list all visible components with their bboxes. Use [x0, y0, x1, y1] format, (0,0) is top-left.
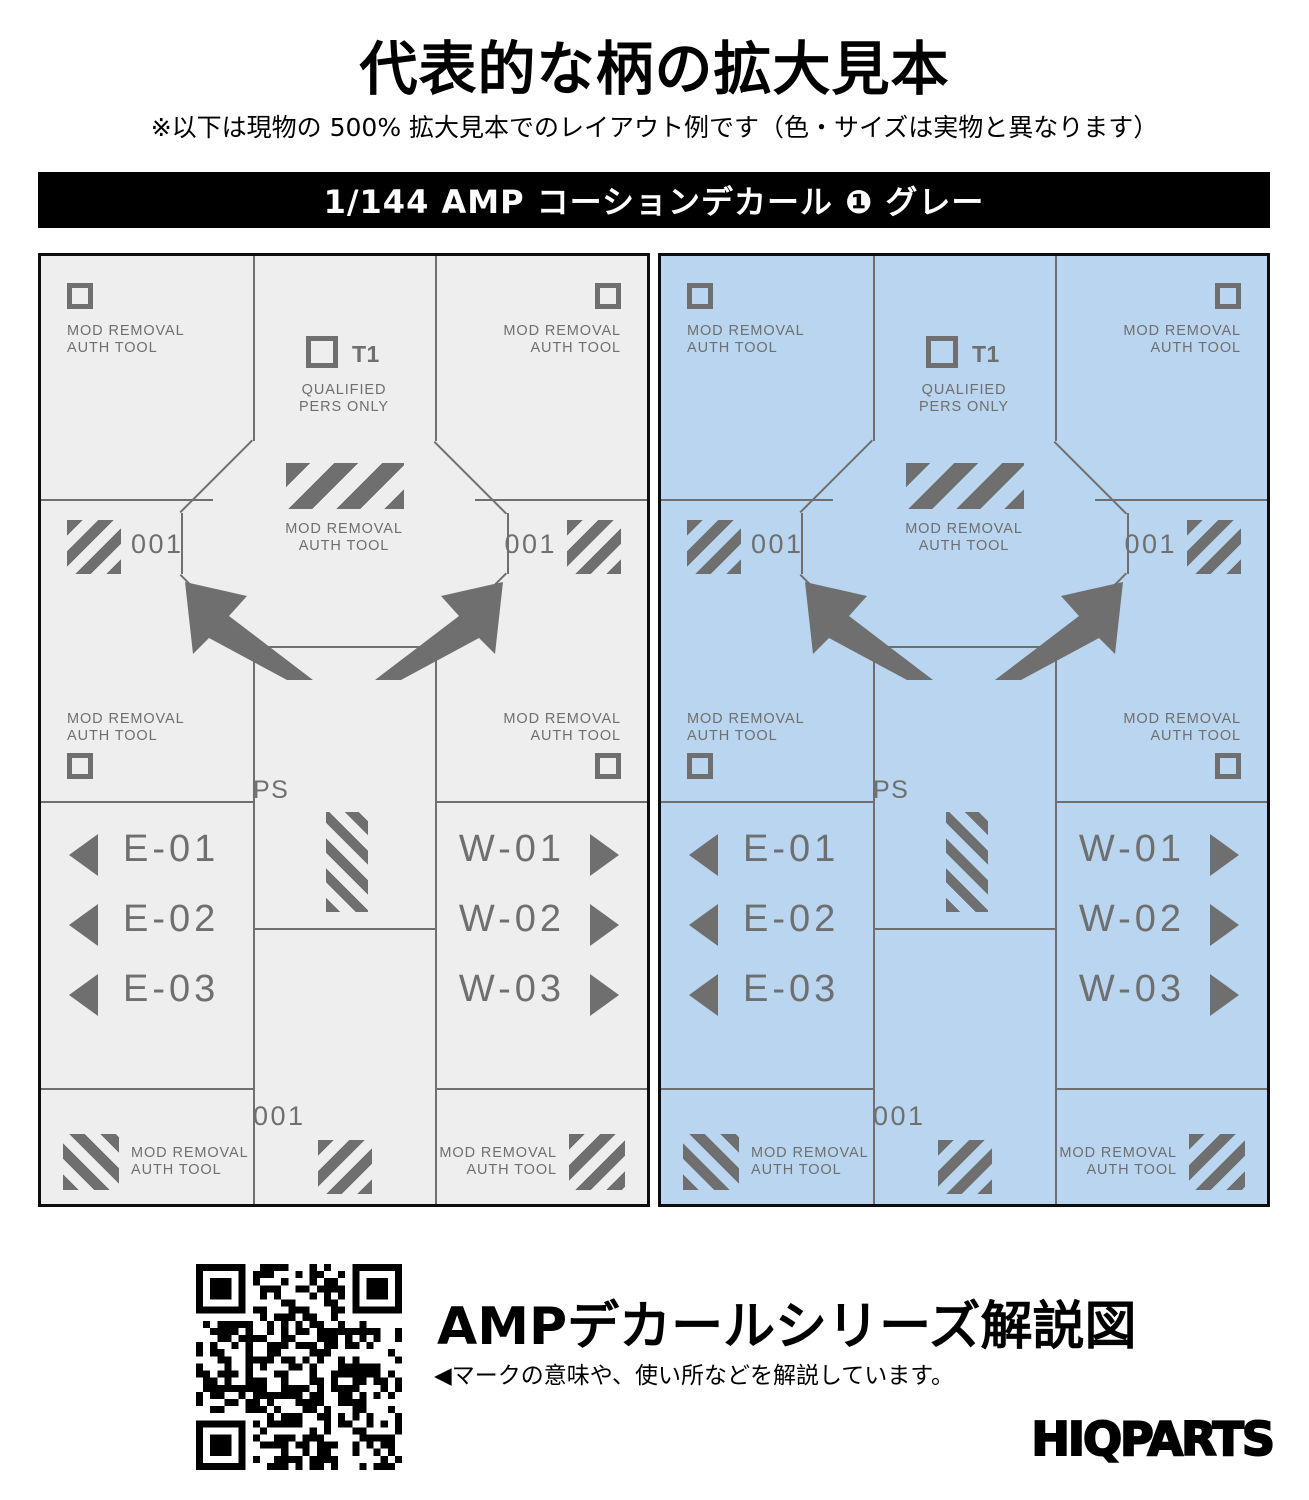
code-w-03: W-03	[458, 968, 565, 1010]
qualified-pers-only-label: QUALIFIED PERS ONLY	[918, 382, 1010, 415]
ps-label: PS	[873, 776, 910, 804]
checkbox-square-icon	[687, 283, 713, 309]
mod-removal-label: MOD REMOVAL AUTH TOOL	[131, 1145, 249, 1178]
hazard-stripes-icon	[938, 1140, 992, 1194]
right-arrow-icon	[1210, 904, 1239, 946]
right-arrow-icon	[590, 904, 619, 946]
code-w-02: W-02	[1078, 898, 1185, 940]
left-arrow-icon	[69, 974, 98, 1016]
number-001: 001	[1124, 529, 1177, 559]
code-e-01: E-01	[123, 828, 220, 870]
code-w-02: W-02	[458, 898, 565, 940]
t1-label: T1	[972, 341, 1000, 367]
left-arrow-icon	[69, 834, 98, 876]
left-arrow-icon	[689, 834, 718, 876]
octagon-edge	[179, 439, 253, 514]
hazard-stripes-icon	[946, 812, 988, 912]
mod-removal-label: MOD REMOVAL AUTH TOOL	[67, 711, 185, 744]
mod-removal-label: MOD REMOVAL AUTH TOOL	[905, 521, 1023, 554]
mod-removal-label: MOD REMOVAL AUTH TOOL	[439, 1145, 557, 1178]
hazard-stripes-icon	[687, 520, 741, 574]
code-w-01: W-01	[1078, 828, 1185, 870]
left-arrow-icon	[689, 904, 718, 946]
octagon-edge	[799, 439, 873, 514]
mod-removal-label: MOD REMOVAL AUTH TOOL	[687, 323, 805, 356]
octagon-edge	[433, 441, 508, 515]
code-w-03: W-03	[1078, 968, 1185, 1010]
left-arrow-icon	[69, 904, 98, 946]
footer-title: AMPデカールシリーズ解説図	[437, 1297, 1137, 1357]
code-e-03: E-03	[743, 968, 840, 1010]
right-arrow-icon	[590, 834, 619, 876]
checkbox-square-icon	[1215, 753, 1241, 779]
checkbox-square-icon	[1215, 283, 1241, 309]
direction-arrow-icon	[185, 582, 313, 680]
hazard-stripes-icon	[906, 463, 1024, 509]
mod-removal-label: MOD REMOVAL AUTH TOOL	[687, 711, 805, 744]
hazard-stripes-icon	[67, 520, 121, 574]
blue-decal-sheet: MOD REMOVAL AUTH TOOL MOD REMOVAL AUTH TO…	[658, 253, 1270, 1207]
direction-arrow-icon	[375, 582, 503, 680]
hazard-stripes-icon	[1189, 1134, 1245, 1190]
right-arrow-icon	[1210, 834, 1239, 876]
hiqparts-logo: HIQPARTS	[1030, 1411, 1276, 1467]
t1-label: T1	[352, 341, 380, 367]
direction-arrow-icon	[805, 582, 933, 680]
mod-removal-label: MOD REMOVAL AUTH TOOL	[1123, 323, 1241, 356]
page-title: 代表的な柄の拡大見本	[359, 35, 950, 103]
page-subtitle: ※以下は現物の 500% 拡大見本でのレイアウト例です（色・サイズは実物と異なり…	[150, 113, 1159, 142]
right-arrow-icon	[1210, 974, 1239, 1016]
direction-arrow-icon	[995, 582, 1123, 680]
hazard-stripes-icon	[1187, 520, 1241, 574]
code-w-01: W-01	[458, 828, 565, 870]
mod-removal-label: MOD REMOVAL AUTH TOOL	[503, 711, 621, 744]
checkbox-square-icon	[67, 283, 93, 309]
hazard-stripes-icon	[318, 1140, 372, 1194]
checkbox-square-icon	[687, 753, 713, 779]
code-e-02: E-02	[123, 898, 220, 940]
number-001: 001	[504, 529, 557, 559]
number-001: 001	[751, 529, 804, 559]
code-e-02: E-02	[743, 898, 840, 940]
qualified-pers-only-label: QUALIFIED PERS ONLY	[298, 382, 390, 415]
hazard-stripes-icon	[567, 520, 621, 574]
qr-code[interactable]	[196, 1264, 402, 1470]
code-e-03: E-03	[123, 968, 220, 1010]
mod-removal-label: MOD REMOVAL AUTH TOOL	[67, 323, 185, 356]
number-001: 001	[131, 529, 184, 559]
mod-removal-label: MOD REMOVAL AUTH TOOL	[751, 1145, 869, 1178]
mod-removal-label: MOD REMOVAL AUTH TOOL	[1123, 711, 1241, 744]
number-001: 001	[253, 1101, 306, 1131]
hazard-stripes-icon	[569, 1134, 625, 1190]
hazard-stripes-icon	[683, 1134, 739, 1190]
hazard-stripes-icon	[326, 812, 368, 912]
checkbox-square-icon	[926, 336, 958, 368]
gray-decal-sheet: MOD REMOVAL AUTH TOOL MOD REMOVAL AUTH TO…	[38, 253, 650, 1207]
mod-removal-label: MOD REMOVAL AUTH TOOL	[1059, 1145, 1177, 1178]
number-001: 001	[873, 1101, 926, 1131]
footer-subtitle: ◀マークの意味や、使い所などを解説しています。	[434, 1363, 955, 1389]
left-arrow-icon	[689, 974, 718, 1016]
checkbox-square-icon	[595, 283, 621, 309]
right-arrow-icon	[590, 974, 619, 1016]
code-e-01: E-01	[743, 828, 840, 870]
hazard-stripes-icon	[63, 1134, 119, 1190]
hazard-stripes-icon	[286, 463, 404, 509]
mod-removal-label: MOD REMOVAL AUTH TOOL	[285, 521, 403, 554]
checkbox-square-icon	[306, 336, 338, 368]
checkbox-square-icon	[595, 753, 621, 779]
ps-label: PS	[253, 776, 290, 804]
checkbox-square-icon	[67, 753, 93, 779]
product-banner: 1/144 AMP コーションデカール ❶ グレー	[38, 172, 1270, 228]
mod-removal-label: MOD REMOVAL AUTH TOOL	[503, 323, 621, 356]
octagon-edge	[1053, 441, 1128, 515]
